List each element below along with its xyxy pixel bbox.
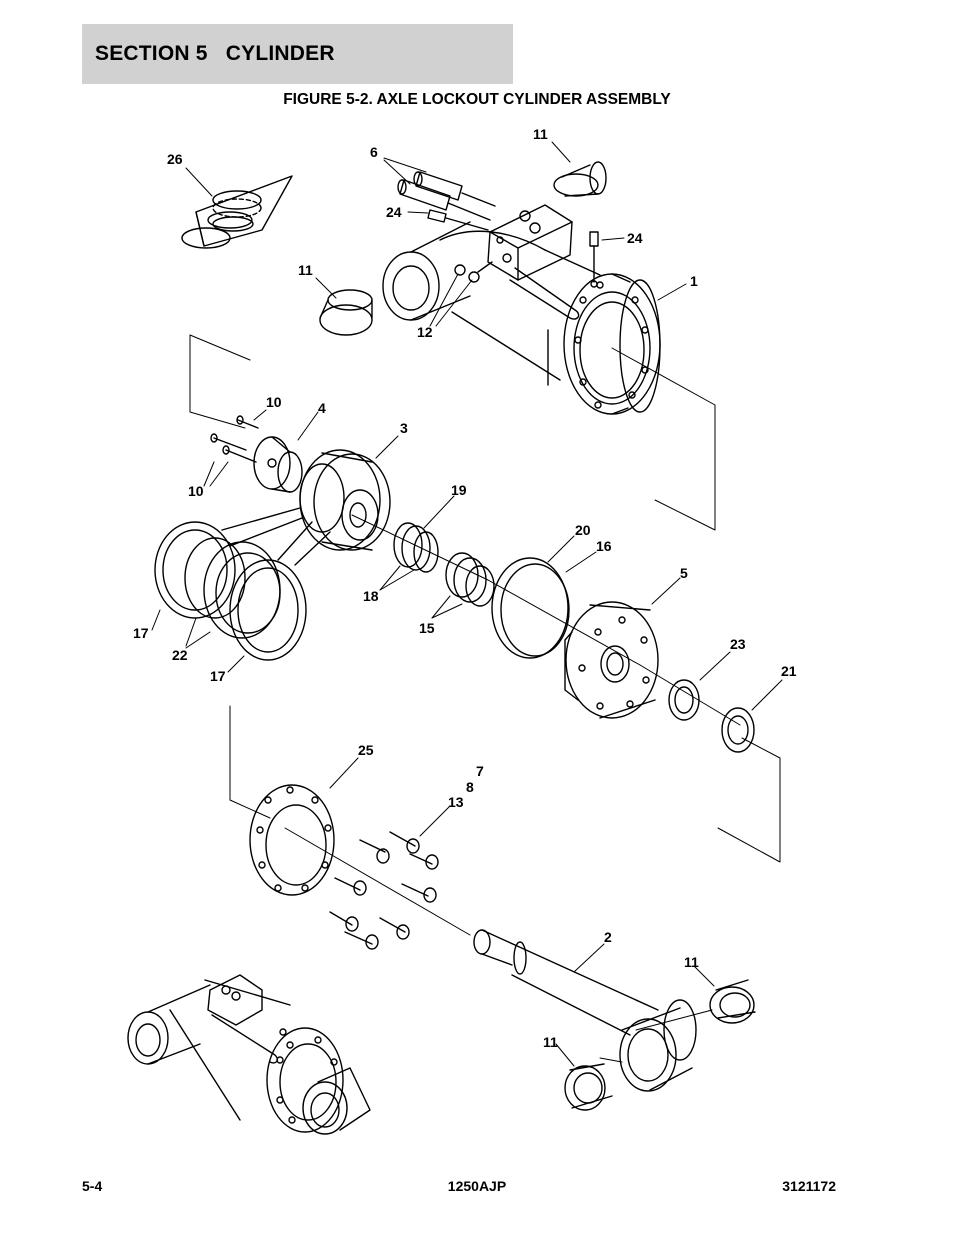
callout-19: 19 bbox=[451, 482, 467, 498]
callout-26: 26 bbox=[167, 151, 183, 167]
callout-24-left: 24 bbox=[386, 204, 402, 220]
callout-18: 18 bbox=[363, 588, 379, 604]
callout-4: 4 bbox=[318, 400, 326, 416]
bushings-lower bbox=[564, 979, 756, 1111]
callout-10-top: 10 bbox=[266, 394, 282, 410]
callout-21: 21 bbox=[781, 663, 797, 679]
seal-kit-bag bbox=[181, 175, 293, 249]
callout-2: 2 bbox=[604, 929, 612, 945]
rod-guide bbox=[564, 601, 659, 719]
piston-rod bbox=[473, 929, 697, 1092]
callout-22: 22 bbox=[172, 647, 188, 663]
cap-screws bbox=[329, 831, 439, 950]
figure-title: FIGURE 5-2. AXLE LOCKOUT CYLINDER ASSEMB… bbox=[283, 91, 671, 108]
callout-11-top: 11 bbox=[533, 126, 548, 142]
callout-10-bottom: 10 bbox=[188, 483, 204, 499]
assembled-cylinder-view bbox=[127, 974, 371, 1135]
callout-25: 25 bbox=[358, 742, 374, 758]
section-header: SECTION 5 CYLINDER bbox=[82, 24, 513, 84]
piston bbox=[299, 449, 391, 551]
o-rings bbox=[491, 557, 570, 659]
leader-lines bbox=[151, 141, 783, 1067]
callout-16: 16 bbox=[596, 538, 612, 554]
callout-24-right: 24 bbox=[627, 230, 643, 246]
wear-rings bbox=[393, 522, 495, 607]
callout-7: 7 bbox=[476, 763, 484, 779]
bushings-upper bbox=[319, 161, 607, 336]
callout-5: 5 bbox=[680, 565, 688, 581]
callout-13: 13 bbox=[448, 794, 464, 810]
rod-seals bbox=[668, 679, 755, 753]
callout-3: 3 bbox=[400, 420, 408, 436]
cylinder-barrel bbox=[382, 204, 661, 415]
piston-seals bbox=[154, 507, 331, 661]
callout-20: 20 bbox=[575, 522, 591, 538]
flange-gasket bbox=[249, 784, 335, 896]
callout-23: 23 bbox=[730, 636, 746, 652]
callout-11-right: 11 bbox=[684, 954, 699, 970]
cartridge-valves bbox=[397, 171, 496, 283]
section-title: SECTION 5 CYLINDER bbox=[95, 42, 335, 65]
callout-11-bottom: 11 bbox=[543, 1034, 558, 1050]
page-number: 5-4 bbox=[82, 1178, 103, 1194]
callout-11-left: 11 bbox=[298, 262, 313, 278]
piston-head-assembly bbox=[210, 415, 303, 493]
document-number: 3121172 bbox=[782, 1178, 836, 1194]
callout-15: 15 bbox=[419, 620, 435, 636]
callout-12: 12 bbox=[417, 324, 433, 340]
callout-8: 8 bbox=[466, 779, 474, 795]
model-number: 1250AJP bbox=[447, 1178, 507, 1194]
callout-1: 1 bbox=[690, 273, 698, 289]
callout-17-left: 17 bbox=[133, 625, 149, 641]
callout-6: 6 bbox=[370, 144, 378, 160]
callout-17-bottom: 17 bbox=[210, 668, 226, 684]
